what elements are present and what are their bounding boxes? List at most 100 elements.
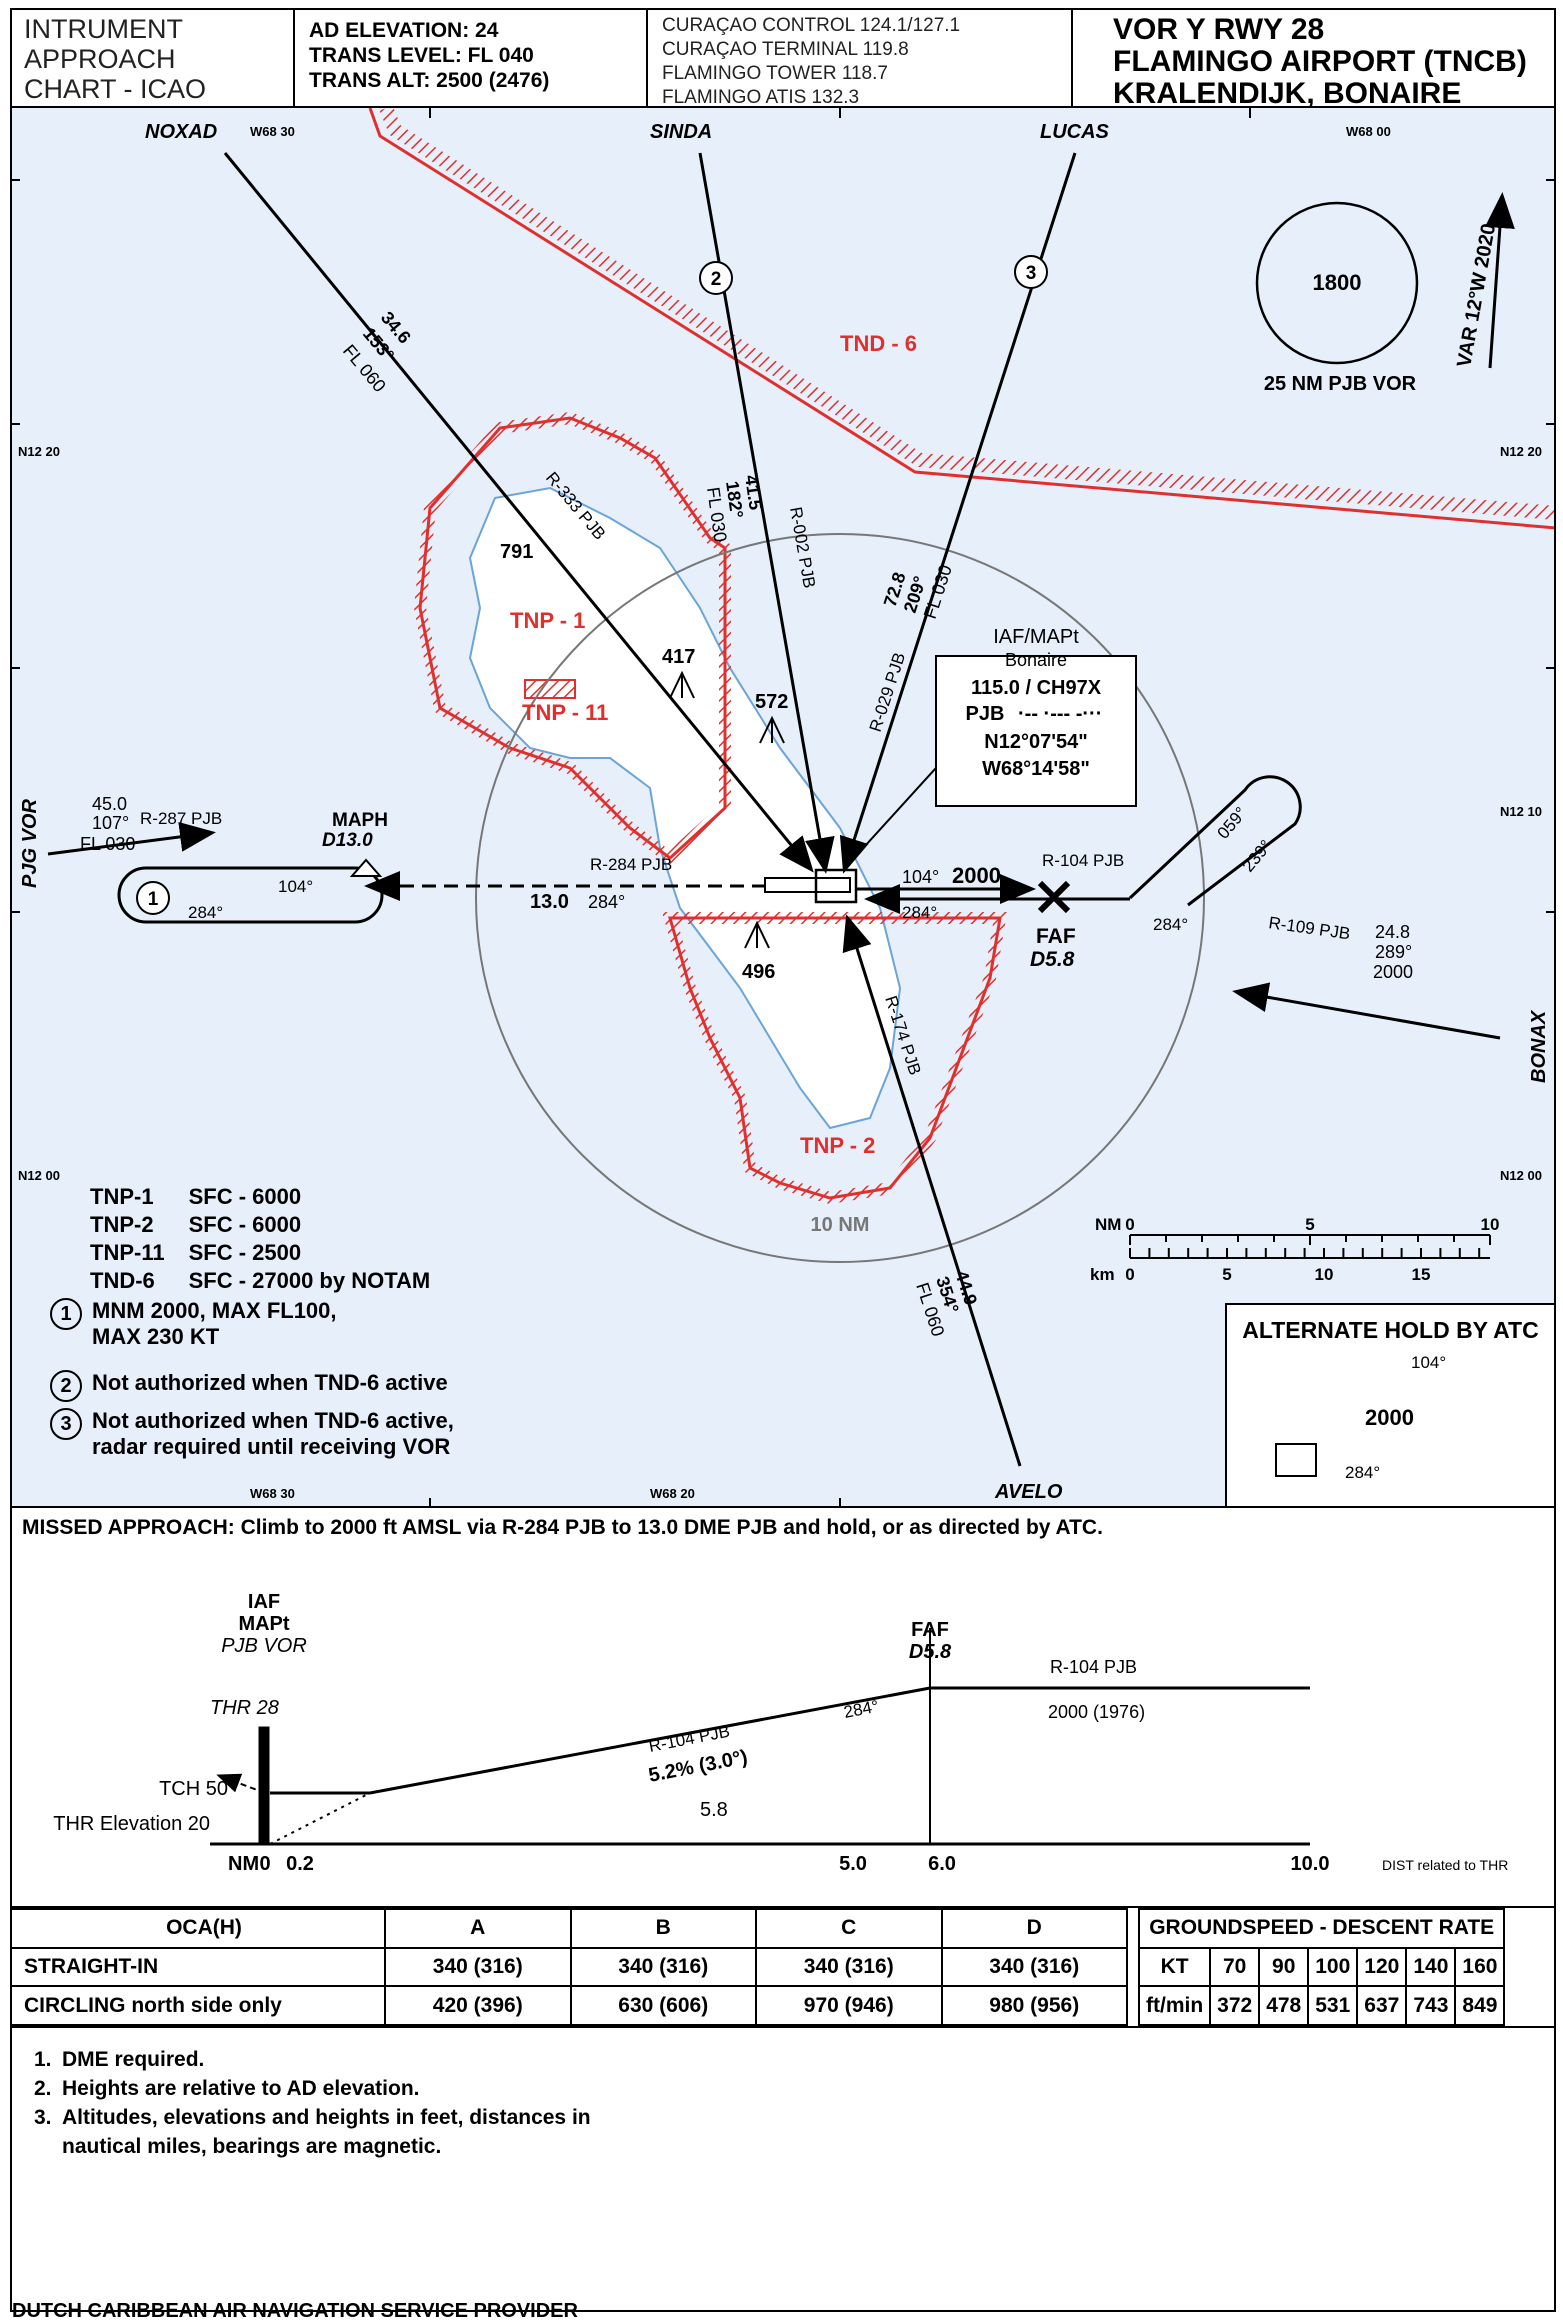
tnp1-label: TNP - 1 bbox=[510, 608, 585, 633]
profile-faf: FAF bbox=[911, 1619, 949, 1641]
bonax-leg-course: 289° bbox=[1375, 942, 1412, 962]
profile-tick-0: 0 bbox=[259, 1853, 270, 1875]
tnp2-label: TNP - 2 bbox=[800, 1133, 875, 1158]
cat-a-header: A bbox=[384, 1908, 572, 1949]
obstacle-496-icon bbox=[744, 920, 770, 949]
bonax-leg-alt: 2000 bbox=[1373, 962, 1413, 982]
remark-number: 1. bbox=[34, 2048, 52, 2071]
remark-text: Altitudes, elevations and heights in fee… bbox=[62, 2106, 591, 2129]
oca-header: OCA(H) bbox=[10, 1908, 386, 1949]
track-pjg bbox=[47, 821, 216, 856]
scale-km-0: 0 bbox=[1125, 1265, 1134, 1284]
communications: CURAÇAO CONTROL 124.1/127.1 CURAÇAO TERM… bbox=[648, 8, 1073, 108]
radial-r287: R-287 PJB bbox=[140, 809, 222, 828]
gs-kt-cell: 160 bbox=[1454, 1946, 1506, 1988]
profile-thr: THR 28 bbox=[210, 1697, 279, 1719]
remark-number: 3. bbox=[34, 2106, 52, 2129]
gs-kt-cell: 70 bbox=[1209, 1946, 1261, 1988]
grid-w68-30-bottom: W68 30 bbox=[250, 1486, 295, 1501]
profile-descent bbox=[369, 1686, 931, 1795]
airport-name: FLAMINGO AIRPORT (TNCB) bbox=[1113, 45, 1527, 78]
faf-name: FAF bbox=[1036, 925, 1076, 948]
profile-mapt: MAPt bbox=[238, 1613, 289, 1635]
tnd6-label: TND - 6 bbox=[840, 331, 917, 356]
procedure-title: VOR Y RWY 28 FLAMINGO AIRPORT (TNCB) KRA… bbox=[1073, 8, 1556, 110]
chart-type: INTRUMENT APPROACH CHART - ICAO bbox=[10, 8, 295, 106]
cat-b-header: B bbox=[569, 1908, 757, 1949]
maph-name: MAPH bbox=[332, 810, 388, 831]
scale-nm-0: 0 bbox=[1125, 1215, 1134, 1234]
footnote-3: 3 Not authorized when TND-6 active,radar… bbox=[50, 1408, 454, 1460]
fix-lucas: LUCAS bbox=[1040, 121, 1110, 143]
restriction-limits: SFC - 6000 bbox=[188, 1212, 302, 1237]
profile-tch: TCH 50 bbox=[159, 1778, 228, 1800]
grid-n12-00-right: N12 00 bbox=[1500, 1168, 1542, 1183]
pjg-leg-level: FL 030 bbox=[80, 834, 135, 854]
comm-terminal: CURAÇAO TERMINAL 119.8 bbox=[662, 39, 909, 60]
gs-fpm-label: ft/min bbox=[1137, 1985, 1212, 2026]
airport-location: KRALENDIJK, BONAIRE bbox=[1113, 77, 1462, 110]
footnote-text: Not authorized when TND-6 active bbox=[92, 1370, 448, 1395]
sinda-leg-dist: 41.5 bbox=[741, 474, 766, 511]
alternate-hold-box: ALTERNATE HOLD BY ATC 104° 2000 284° bbox=[1225, 1303, 1556, 1506]
cat-d-header: D bbox=[940, 1908, 1128, 1949]
gs-title: GROUNDSPEED - DESCENT RATE bbox=[1137, 1908, 1506, 1949]
runway-28 bbox=[764, 877, 851, 893]
footnote-number: 3 bbox=[50, 1408, 82, 1440]
chart-frame bbox=[10, 8, 1556, 2312]
maph-outbound: 284° bbox=[188, 903, 223, 922]
tnp11-label: TNP - 11 bbox=[522, 700, 608, 725]
comm-control: CURAÇAO CONTROL 124.1/127.1 bbox=[662, 15, 961, 36]
fix-noxad: NOXAD bbox=[145, 121, 217, 143]
track-bonax bbox=[1232, 982, 1501, 1040]
circle-2-num: 2 bbox=[711, 269, 722, 290]
restriction-area: TND-6 bbox=[90, 1268, 155, 1293]
plan-view: NOXAD SINDA LUCAS AVELO BONAX PJG VOR W6… bbox=[10, 108, 1556, 1508]
scale-nm-10: 10 bbox=[1481, 1215, 1500, 1234]
oca-cell: 340 (316) bbox=[940, 1946, 1128, 1988]
remark-item: 3. Altitudes, elevations and heights in f… bbox=[34, 2103, 591, 2161]
maph-inbound: 104° bbox=[278, 877, 313, 896]
gs-fpm-cell: 478 bbox=[1258, 1985, 1310, 2026]
radial-r104: R-104 PJB bbox=[1042, 851, 1124, 870]
track-avelo bbox=[842, 914, 1022, 1467]
missed-dist: 13.0 bbox=[530, 891, 569, 913]
profile-tick-02: 0.2 bbox=[286, 1853, 314, 1875]
remark-text: nautical miles, bearings are magnetic. bbox=[62, 2135, 442, 2158]
profile-thr-elev: THR Elevation 20 bbox=[53, 1813, 210, 1835]
vor-icon bbox=[814, 868, 858, 904]
pjg-leg-course: 107° bbox=[92, 813, 129, 833]
tnd6-hatch bbox=[379, 108, 1556, 520]
footnote-text: Not authorized when TND-6 active, bbox=[92, 1408, 454, 1433]
fix-avelo: AVELO bbox=[994, 1481, 1063, 1503]
inbound-out-course: 284° bbox=[902, 903, 937, 922]
restriction-area: TNP-2 bbox=[90, 1212, 154, 1237]
gs-fpm-cell: 637 bbox=[1356, 1985, 1408, 2026]
procedure-name: VOR Y RWY 28 bbox=[1113, 13, 1325, 46]
gs-kt-cell: 90 bbox=[1258, 1946, 1310, 1988]
inbound-course: 104° bbox=[902, 867, 939, 887]
circling-row: CIRCLING north side only 420 (396) 630 (… bbox=[10, 1985, 1128, 2026]
scale-km-10: 10 bbox=[1315, 1265, 1334, 1284]
remark-text: Heights are relative to AD elevation. bbox=[62, 2077, 420, 2100]
vor-mast bbox=[258, 1726, 270, 1846]
navaid-freq: 115.0 / CH97X bbox=[971, 677, 1102, 699]
grid-n12-10-right: N12 10 bbox=[1500, 804, 1542, 819]
gs-fpm-row: ft/min 372 478 531 637 743 849 bbox=[1137, 1985, 1506, 2026]
trans-level: TRANS LEVEL: FL 040 bbox=[309, 44, 534, 67]
obstacle-icons bbox=[669, 670, 785, 949]
profile-view: MISSED APPROACH: Climb to 2000 ft AMSL v… bbox=[10, 1508, 1556, 1908]
scale-km-15: 15 bbox=[1412, 1265, 1431, 1284]
remark-text: DME required. bbox=[62, 2048, 205, 2071]
grid-n12-20-right: N12 20 bbox=[1500, 444, 1542, 459]
procedure-turn bbox=[1128, 775, 1302, 907]
ad-elevation: AD ELEVATION: 24 bbox=[309, 19, 499, 42]
profile-tick-6: 6.0 bbox=[928, 1853, 956, 1875]
restriction-limits: SFC - 2500 bbox=[188, 1240, 302, 1265]
grid-n12-00-left: N12 00 bbox=[18, 1168, 60, 1183]
chart-type-line-1: INTRUMENT bbox=[24, 14, 183, 44]
gs-kt-label: KT bbox=[1137, 1946, 1212, 1988]
